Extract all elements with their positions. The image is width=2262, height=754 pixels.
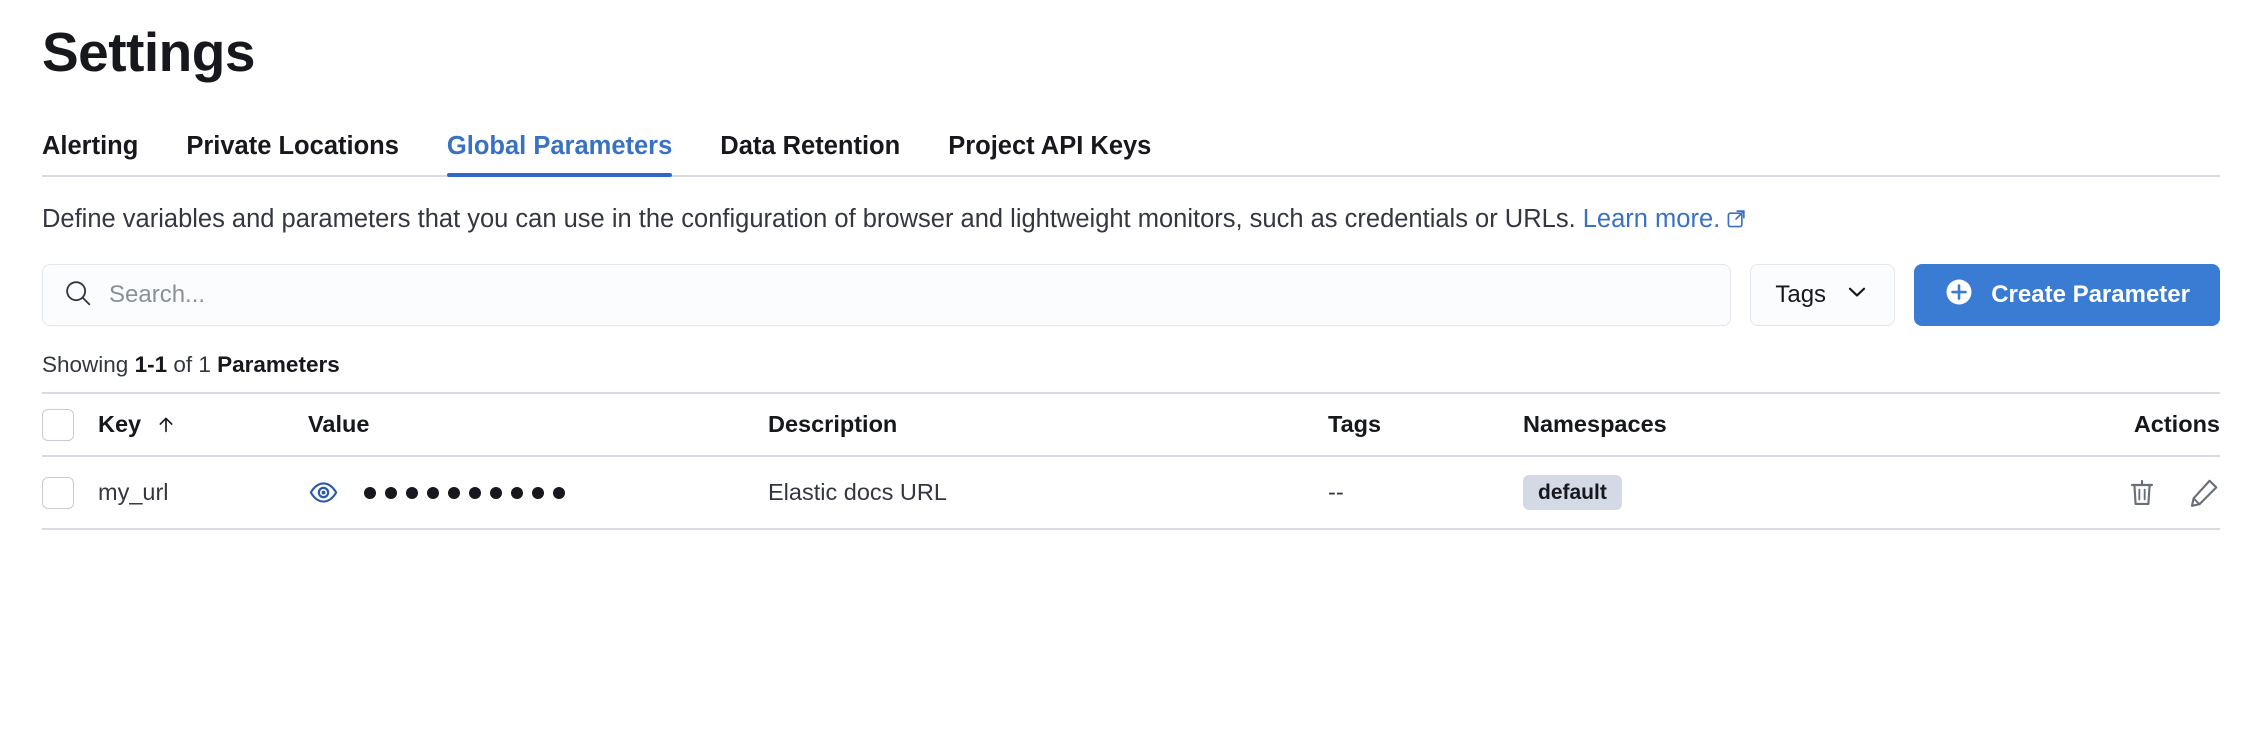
results-prefix: Showing: [42, 352, 135, 378]
page-description: Define variables and parameters that you…: [42, 203, 2212, 237]
table-header-row: Key Value Description Tags Namespaces Ac…: [42, 394, 2220, 458]
column-header-description: Description: [768, 411, 898, 438]
plus-circle-icon: [1944, 277, 1974, 314]
cell-tags: --: [1328, 479, 1344, 506]
cell-key: my_url: [98, 479, 169, 506]
column-header-key-label: Key: [98, 411, 142, 438]
arrow-up-icon: [155, 414, 177, 436]
results-count: Showing 1-1 of 1 Parameters: [42, 352, 2240, 378]
parameters-table: Key Value Description Tags Namespaces Ac…: [42, 392, 2220, 531]
create-parameter-button[interactable]: Create Parameter: [1914, 264, 2220, 327]
create-parameter-label: Create Parameter: [1991, 281, 2190, 309]
column-header-namespaces: Namespaces: [1523, 411, 1667, 438]
row-select-cell: [42, 476, 98, 509]
tab-global-parameters[interactable]: Global Parameters: [423, 133, 696, 176]
pencil-icon[interactable]: [2188, 477, 2220, 509]
controls-row: Tags Create Parameter: [42, 264, 2220, 327]
cell-description: Elastic docs URL: [768, 479, 947, 506]
results-range: 1-1: [134, 352, 168, 378]
cell-actions: [2070, 477, 2220, 509]
tags-dropdown-button[interactable]: Tags: [1750, 264, 1896, 327]
tab-data-retention[interactable]: Data Retention: [720, 132, 901, 160]
namespace-badge: default: [1523, 475, 1622, 511]
learn-more-link[interactable]: Learn more.: [1583, 205, 1721, 233]
masked-value: [364, 486, 565, 499]
external-link-icon: [1727, 204, 1746, 227]
column-header-key[interactable]: Key: [98, 411, 308, 438]
tab-private-locations[interactable]: Private Locations: [186, 132, 399, 160]
row-select-checkbox[interactable]: [42, 476, 74, 509]
column-header-actions: Actions: [2133, 411, 2220, 438]
column-header-value: Value: [308, 411, 370, 438]
chevron-down-icon: [1844, 279, 1870, 312]
page-title: Settings: [42, 21, 255, 83]
eye-icon[interactable]: [308, 477, 339, 508]
column-header-tags: Tags: [1328, 411, 1382, 438]
cell-value: [308, 477, 768, 508]
learn-more-label: Learn more.: [1582, 204, 1721, 233]
tags-dropdown-label: Tags: [1775, 281, 1827, 309]
trash-icon[interactable]: [2126, 477, 2158, 509]
search-box[interactable]: [42, 264, 1732, 327]
cell-namespaces: default: [1523, 475, 2070, 511]
table-row: my_url Elastic docs URL -- default: [42, 457, 2220, 531]
description-text: Define variables and parameters that you…: [42, 204, 1576, 233]
tab-alerting[interactable]: Alerting: [42, 132, 139, 160]
select-all-cell: [42, 408, 98, 441]
select-all-checkbox[interactable]: [42, 408, 74, 441]
results-noun: Parameters: [217, 352, 340, 378]
search-icon: [63, 278, 93, 313]
search-input[interactable]: [109, 281, 1711, 310]
settings-tabs: Alerting Private Locations Global Parame…: [42, 119, 2220, 177]
results-middle: of 1: [167, 352, 218, 378]
tab-project-api-keys[interactable]: Project API Keys: [948, 132, 1152, 160]
